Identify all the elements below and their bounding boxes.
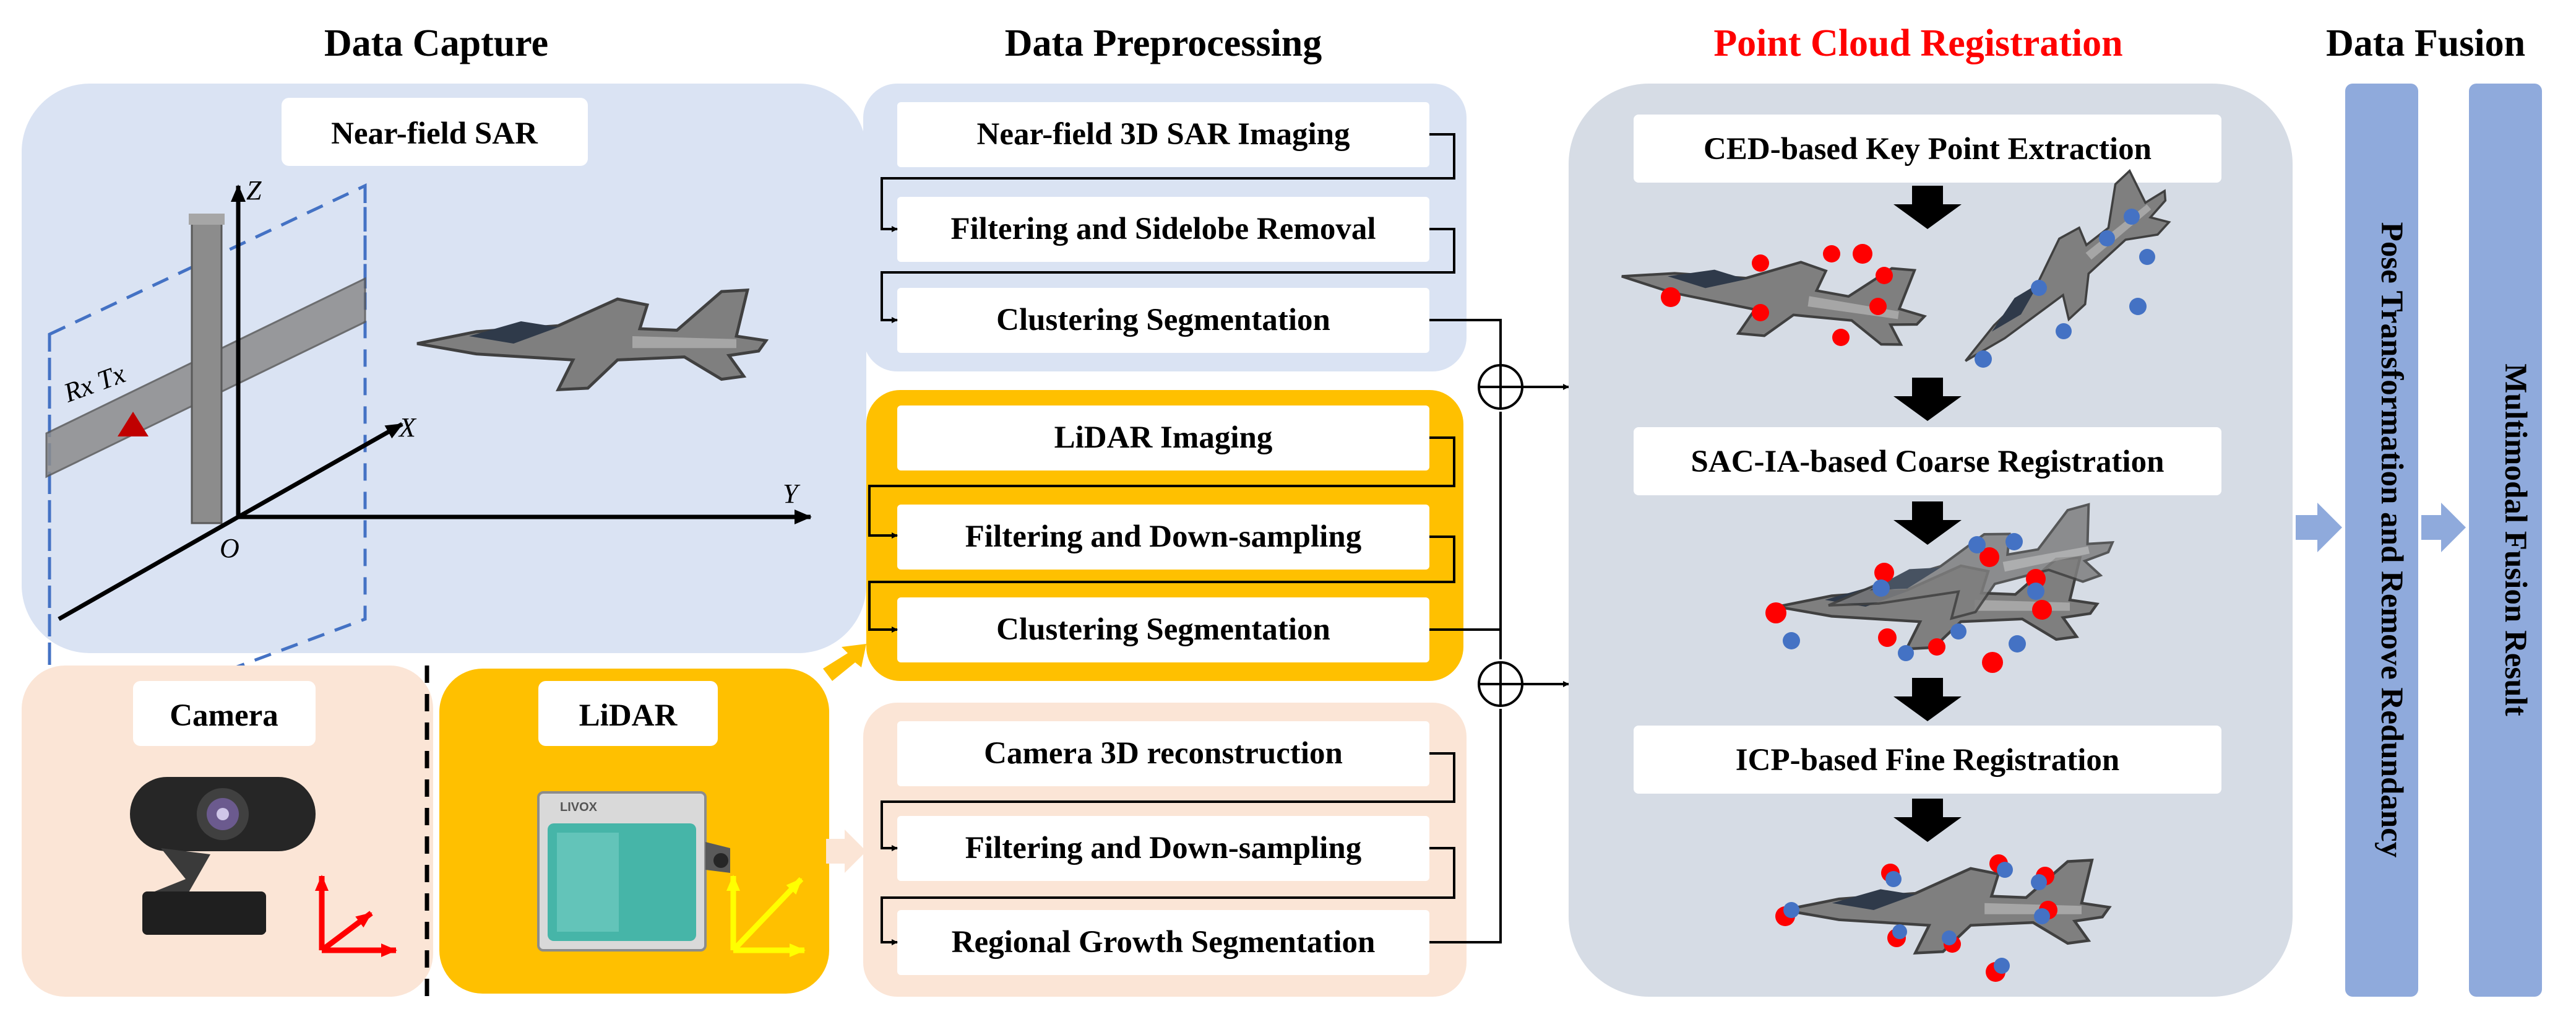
merge-connectors: [1429, 319, 1569, 943]
down-arrow-2: [1893, 378, 1962, 421]
camera-panel: Camera: [22, 666, 433, 997]
camera-step-3: Regional Growth Segmentation: [952, 925, 1376, 960]
coordinate-axes: [58, 184, 812, 622]
coarse-keypoints-red: [1765, 547, 2052, 673]
camera-step-2: Filtering and Down-sampling: [965, 831, 1361, 865]
lidar-step-3: Clustering Segmentation: [996, 612, 1330, 647]
coarse-keypoints-blue: [1783, 533, 2044, 661]
camera-frame-axes: [315, 875, 397, 957]
axis-z-label: Z: [246, 175, 262, 206]
fusion-result-bar: Multimodal Fusion Result: [2469, 84, 2542, 997]
section-title-data-capture: Data Capture: [324, 22, 548, 64]
antenna-marker: [118, 412, 149, 436]
camera-panel-title: Camera: [170, 698, 278, 733]
fine-keypoints-blue: [1783, 862, 2050, 974]
lidar-brand-label: LIVOX: [560, 800, 598, 814]
pose-transformation-bar: Pose Transformation and Remove Redundanc…: [2345, 84, 2418, 997]
keypoints-blue: [1975, 209, 2155, 368]
camera-preprocessing-panel: Camera 3D reconstruction Filtering and D…: [863, 703, 1467, 997]
lidar-frame-axes: [726, 875, 806, 957]
axis-y-label: Y: [783, 479, 801, 509]
lidar-device-icon: LIVOX: [537, 791, 730, 952]
registration-step-3: ICP-based Fine Registration: [1736, 743, 2119, 778]
registration-to-fusion-arrow: [2296, 503, 2342, 552]
sum-node-bottom: [1478, 661, 1523, 707]
lidar-panel-title: LiDAR: [579, 698, 678, 733]
lidar-preprocessing-panel: LiDAR Imaging Filtering and Down-samplin…: [866, 390, 1463, 681]
fusion-result-label: Multimodal Fusion Result: [2498, 363, 2533, 716]
sar-panel-title: Near-field SAR: [331, 116, 538, 151]
lidar-step-2: Filtering and Down-sampling: [965, 519, 1361, 554]
camera-to-preprocessing-arrow: [826, 830, 866, 873]
sum-node-top: [1478, 364, 1523, 410]
vertical-rail: [191, 219, 223, 524]
registration-panel: CED-based Key Point Extraction SAC-IA-ba…: [1569, 84, 2293, 997]
lidar-to-preprocessing-arrow: [823, 644, 866, 681]
lidar-panel: LiDAR LIVOX: [439, 669, 829, 994]
pose-to-result-arrow: [2421, 503, 2466, 552]
section-title-point-cloud-registration: Point Cloud Registration: [1713, 22, 2122, 64]
pose-transformation-label: Pose Transformation and Remove Redundanc…: [2374, 222, 2409, 858]
down-arrow-1: [1893, 186, 1962, 229]
section-title-data-preprocessing: Data Preprocessing: [1005, 22, 1322, 64]
sar-step-3: Clustering Segmentation: [996, 303, 1330, 337]
camera-step-1: Camera 3D reconstruction: [984, 736, 1343, 771]
registration-step-1: CED-based Key Point Extraction: [1704, 132, 2152, 167]
sar-step-1: Near-field 3D SAR Imaging: [977, 117, 1350, 152]
lidar-step-1: LiDAR Imaging: [1054, 420, 1273, 455]
sar-to-preprocessing-arrow: [826, 204, 866, 248]
down-arrow-3: [1893, 501, 1962, 545]
axis-x-label: X: [398, 412, 417, 443]
section-title-data-fusion: Data Fusion: [2326, 22, 2525, 64]
down-arrow-5: [1893, 799, 1962, 842]
keypoints-red: [1661, 244, 1893, 346]
sar-preprocessing-panel: Near-field 3D SAR Imaging Filtering and …: [863, 84, 1467, 371]
scan-planes: [48, 183, 367, 739]
camera-device-icon: [130, 777, 316, 935]
registration-step-2: SAC-IA-based Coarse Registration: [1691, 444, 2165, 479]
down-arrow-4: [1893, 678, 1962, 721]
sar-capture-panel: Near-field SAR Rx Tx Z X Y O: [22, 84, 866, 739]
axis-origin-label: O: [220, 533, 239, 563]
sar-step-2: Filtering and Sidelobe Removal: [950, 212, 1376, 246]
